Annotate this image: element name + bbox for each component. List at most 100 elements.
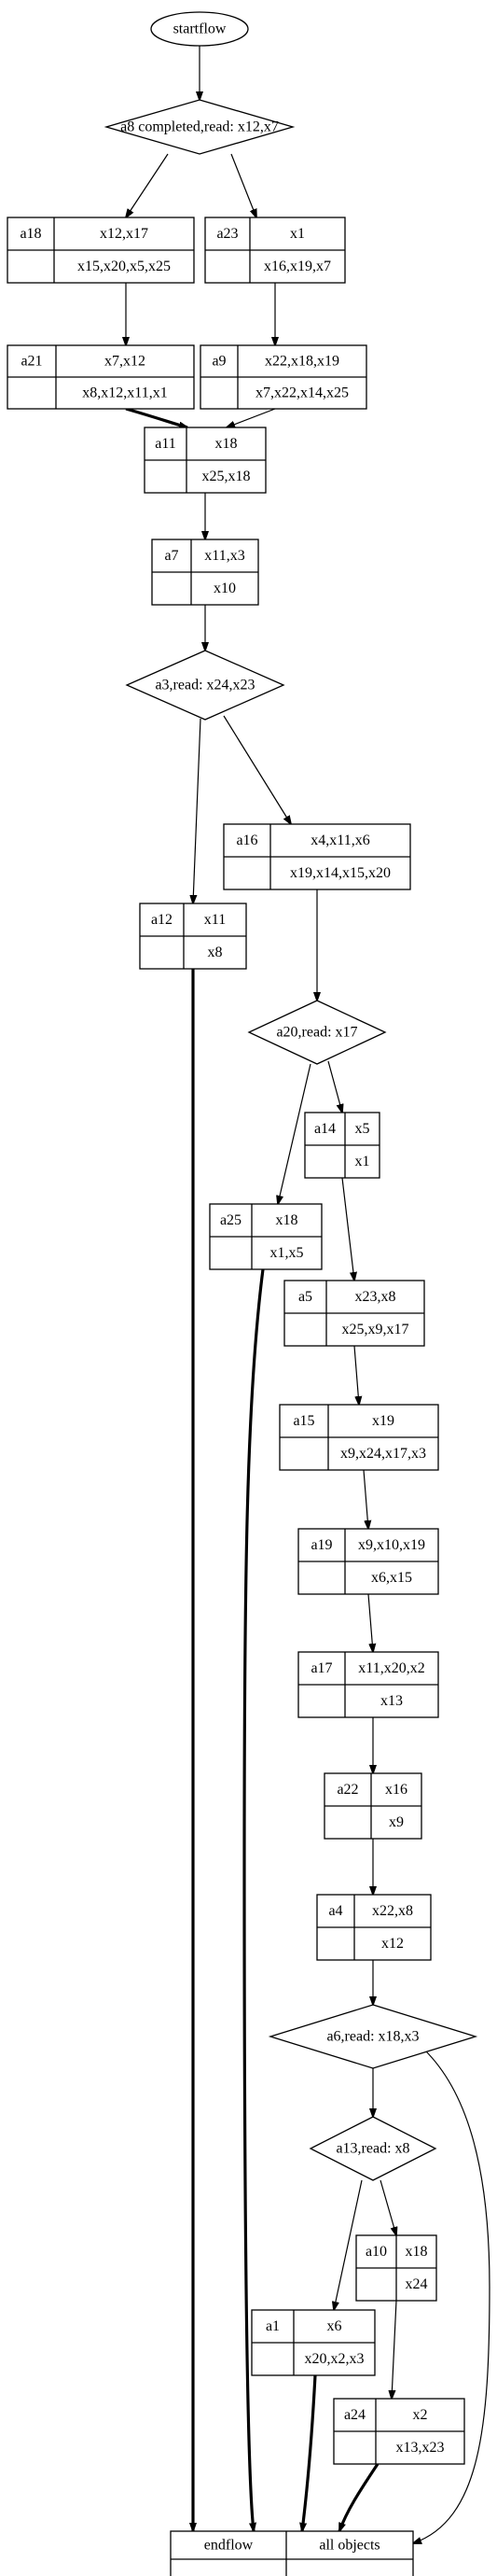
edge-d5-a1: [334, 2179, 363, 2310]
activity-name: a15: [293, 1413, 314, 1429]
edge-a10-a24: [392, 2300, 397, 2399]
activity-reads: x19: [372, 1413, 394, 1429]
end-name: endflow: [204, 2538, 254, 2554]
start-label: startflow: [173, 21, 227, 37]
decision-d2: a3,read: x24,x23: [125, 650, 285, 721]
decision-label: a6,read: x18,x3: [326, 2029, 419, 2045]
edge-a9-a11: [227, 408, 276, 427]
end-node: endflow all objects: [170, 2530, 414, 2576]
activity-writes: x15,x20,x5,x25: [77, 259, 171, 274]
activity-reads: x23,x8: [355, 1289, 396, 1305]
activity-writes: x8: [208, 945, 223, 960]
activity-name: a23: [216, 226, 238, 242]
edge-d3-a25: [278, 1063, 311, 1204]
activity-writes: x25,x9,x17: [342, 1322, 409, 1337]
activity-name: a18: [20, 226, 41, 242]
activity-writes: x1,x5: [270, 1245, 304, 1261]
activity-writes: x1: [355, 1154, 370, 1169]
activity-name: a5: [298, 1289, 312, 1305]
decision-label: a13,read: x8: [336, 2141, 409, 2157]
edge-d3-a14: [327, 1060, 342, 1113]
activity-a9: a9 x22,x18,x19 x7,x22,x14,x25: [200, 344, 367, 410]
activity-writes: x10: [214, 581, 236, 596]
activity-reads: x18: [215, 436, 238, 452]
activity-writes: x9: [389, 1814, 404, 1830]
activity-writes: x19,x14,x15,x20: [290, 865, 391, 881]
activity-reads: x22,x8: [372, 1903, 413, 1919]
activity-name: a10: [366, 2244, 387, 2260]
activity-reads: x6: [327, 2318, 342, 2334]
activity-reads: x5: [355, 1121, 370, 1137]
start-ellipse: [150, 11, 249, 47]
start-node: startflow: [150, 11, 249, 47]
edge-a24-end: [338, 2463, 380, 2531]
activity-reads: x18: [406, 2244, 428, 2260]
activity-writes: x16,x19,x7: [264, 259, 331, 274]
activity-writes: x12: [381, 1936, 404, 1952]
edge-d5-a10: [380, 2179, 396, 2235]
decision-label: a20,read: x17: [276, 1025, 357, 1041]
activity-writes: x13,x23: [396, 2440, 445, 2456]
activity-name: a17: [311, 1660, 332, 1676]
activity-name: a4: [328, 1903, 342, 1919]
activity-a14: a14 x5 x1: [304, 1112, 380, 1179]
decision-diamond: [309, 2116, 437, 2181]
decision-diamond: [125, 650, 285, 721]
activity-name: a21: [21, 354, 42, 370]
activity-writes: x6,x15: [371, 1570, 412, 1586]
activity-reads: x16: [385, 1782, 407, 1798]
activity-name: a9: [212, 354, 226, 370]
activity-a21: a21 x7,x12 x8,x12,x11,x1: [7, 344, 195, 410]
decision-d3: a20,read: x17: [247, 1000, 387, 1065]
edge-a1-end: [302, 2374, 317, 2531]
activity-name: a7: [164, 548, 178, 564]
activity-name: a16: [236, 833, 257, 848]
activity-reads: x2: [413, 2407, 428, 2423]
edge-a25-end: [242, 1268, 265, 2531]
activity-reads: x12,x17: [100, 226, 148, 242]
decision-d1: a8 completed,read: x12,x7: [104, 99, 296, 155]
activity-reads: x18: [276, 1212, 298, 1228]
edge-d2-a12: [193, 718, 201, 903]
nodes: startflow a8 completed,read: x12,x7 a3,rea…: [7, 11, 478, 2576]
activity-reads: x4,x11,x6: [311, 833, 369, 848]
edge-d4-end: [413, 2049, 490, 2543]
decision-diamond: [104, 99, 296, 155]
activity-a4: a4 x22,x8 x12: [316, 1894, 432, 1961]
decision-diamond: [268, 2004, 478, 2069]
activity-a10: a10 x18 x24: [355, 2234, 437, 2302]
activity-writes: x24: [406, 2276, 428, 2292]
activity-name: a22: [337, 1782, 358, 1798]
decision-label: a8 completed,read: x12,x7: [120, 119, 279, 135]
activity-writes: x13: [380, 1693, 403, 1709]
edge-a21-a11: [125, 407, 187, 427]
edge-a15-a19: [363, 1469, 368, 1529]
activity-a16: a16 x4,x11,x6 x19,x14,x15,x20: [223, 823, 411, 890]
activity-reads: x22,x18,x19: [265, 354, 339, 370]
activity-writes: x20,x2,x3: [305, 2351, 365, 2367]
edge-d2-a16: [223, 715, 291, 824]
activity-reads: x11,x20,x2: [358, 1660, 424, 1676]
activity-writes: x25,x18: [202, 469, 251, 484]
activity-reads: x9,x10,x19: [358, 1537, 425, 1553]
activity-name: a14: [314, 1121, 336, 1137]
decision-d4: a6,read: x18,x3: [268, 2004, 478, 2069]
activity-a22: a22 x16 x9: [324, 1772, 422, 1840]
end-box: [170, 2530, 414, 2576]
decision-label: a3,read: x24,x23: [155, 678, 255, 693]
activity-reads: x7,x12: [104, 354, 145, 370]
activity-writes: x7,x22,x14,x25: [255, 385, 349, 401]
edge-d1-a23: [230, 153, 256, 217]
activity-reads: x11: [204, 912, 226, 928]
end-label: all objects: [319, 2538, 380, 2554]
activity-writes: x8,x12,x11,x1: [82, 385, 167, 401]
activity-a18: a18 x12,x17 x15,x20,x5,x25: [7, 217, 195, 284]
activity-reads: x11,x3: [204, 548, 244, 564]
activity-a17: a17 x11,x20,x2 x13: [297, 1651, 439, 1718]
decision-d5: a13,read: x8: [309, 2116, 437, 2181]
